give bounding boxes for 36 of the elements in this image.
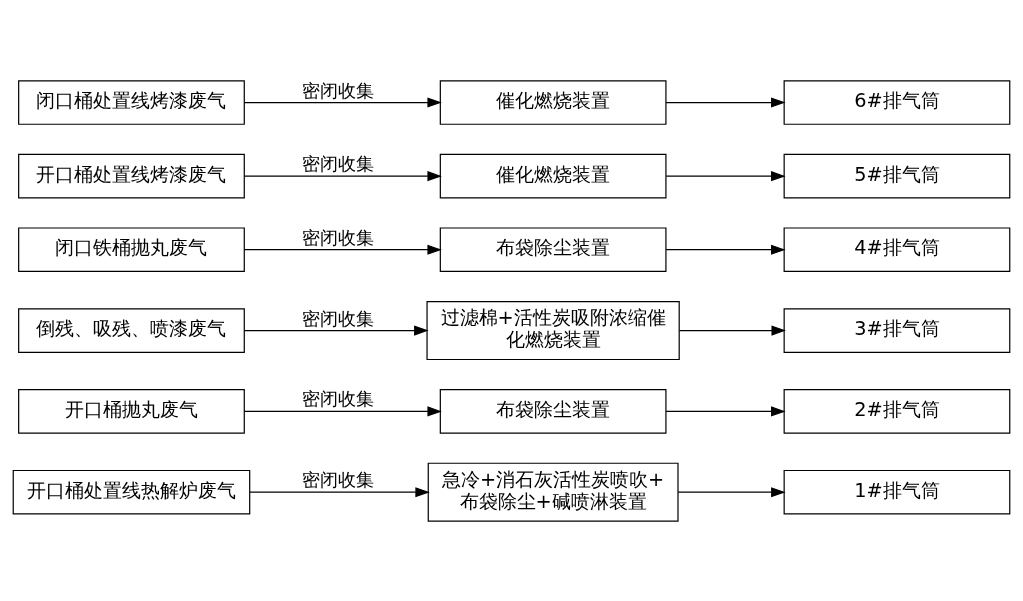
arrow bbox=[677, 486, 786, 497]
node-box: 6#排气筒 bbox=[783, 79, 1011, 125]
edge-label: 密闭收集 bbox=[302, 307, 375, 329]
node-box: 急冷+消石灰活性炭喷吹+布袋除尘+碱喷淋装置 bbox=[427, 462, 679, 522]
arrow bbox=[665, 244, 786, 255]
arrow bbox=[665, 405, 786, 416]
node-box: 开口桶抛丸废气 bbox=[18, 388, 245, 434]
arrow bbox=[243, 325, 429, 336]
edge-label: 密闭收集 bbox=[302, 468, 375, 490]
arrow bbox=[243, 405, 442, 416]
node-box: 4#排气筒 bbox=[783, 226, 1011, 272]
arrow bbox=[243, 170, 442, 181]
node-box: 开口桶处置线烤漆废气 bbox=[18, 153, 245, 198]
node-box: 闭口铁桶抛丸废气 bbox=[18, 226, 245, 272]
arrow bbox=[665, 96, 786, 108]
arrow bbox=[243, 96, 442, 108]
arrow bbox=[243, 244, 442, 255]
node-box: 2#排气筒 bbox=[783, 388, 1011, 434]
node-box: 布袋除尘装置 bbox=[439, 388, 667, 434]
node-box: 过滤棉+活性炭吸附浓缩催化燃烧装置 bbox=[426, 300, 680, 360]
edge-label: 密闭收集 bbox=[302, 79, 375, 101]
node-box: 倒残、吸残、喷漆废气 bbox=[18, 307, 245, 353]
node-box: 开口桶处置线热解炉废气 bbox=[12, 469, 251, 515]
node-box: 5#排气筒 bbox=[783, 153, 1011, 198]
node-box: 催化燃烧装置 bbox=[439, 153, 667, 198]
arrow bbox=[678, 325, 786, 336]
edge-label: 密闭收集 bbox=[302, 226, 375, 248]
node-box: 闭口桶处置线烤漆废气 bbox=[18, 79, 245, 125]
arrow bbox=[665, 170, 786, 181]
edge-label: 密闭收集 bbox=[302, 387, 375, 409]
edge-label: 密闭收集 bbox=[302, 152, 375, 174]
arrow bbox=[249, 486, 430, 497]
node-box: 3#排气筒 bbox=[783, 307, 1011, 353]
node-box: 布袋除尘装置 bbox=[439, 226, 667, 272]
node-box: 催化燃烧装置 bbox=[439, 79, 667, 125]
node-box: 1#排气筒 bbox=[783, 469, 1011, 515]
